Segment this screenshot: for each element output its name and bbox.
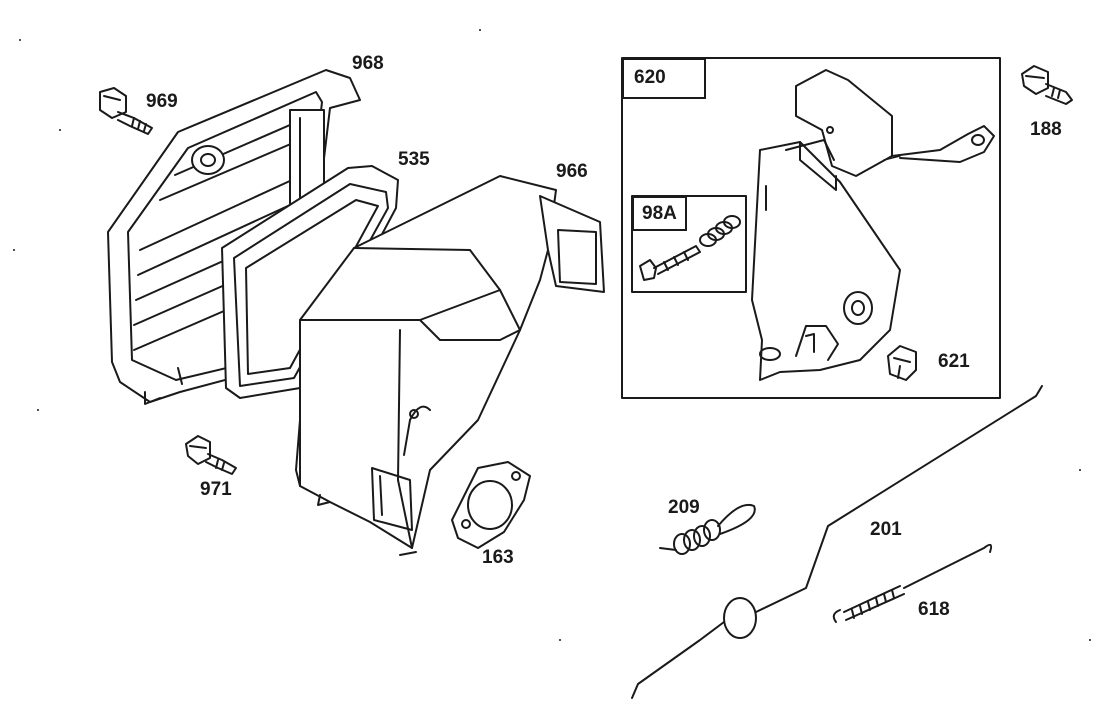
spring-618-part bbox=[832, 543, 993, 623]
spring-209-part bbox=[659, 504, 756, 555]
callout-98a: 98A bbox=[632, 196, 687, 231]
callout-620: 620 bbox=[622, 58, 706, 99]
callout-971: 971 bbox=[200, 479, 232, 500]
callout-188: 188 bbox=[1030, 119, 1062, 140]
gasket-163-part bbox=[451, 461, 531, 549]
screw-969-part bbox=[99, 87, 153, 135]
callout-535: 535 bbox=[398, 149, 430, 170]
kit-620-frame bbox=[621, 57, 1001, 399]
paper-specks bbox=[13, 29, 1091, 641]
callout-201: 201 bbox=[870, 519, 902, 540]
callout-209: 209 bbox=[668, 497, 700, 518]
control-bracket-part bbox=[751, 69, 995, 381]
air-filter-element-part bbox=[221, 165, 399, 399]
air-cleaner-cover-part bbox=[295, 175, 605, 556]
callout-966: 966 bbox=[556, 161, 588, 182]
screw-188-part bbox=[1021, 65, 1073, 105]
callout-969: 969 bbox=[146, 91, 178, 112]
callout-968: 968 bbox=[352, 53, 384, 74]
callout-163: 163 bbox=[482, 547, 514, 568]
screw-971-part bbox=[185, 435, 237, 475]
screw-and-spring-98a-part bbox=[639, 215, 741, 281]
callout-618: 618 bbox=[918, 599, 950, 620]
clip-621-part bbox=[887, 345, 917, 381]
kit-98a-frame bbox=[631, 195, 747, 293]
callout-621: 621 bbox=[938, 351, 970, 372]
link-rod-201-part bbox=[631, 385, 1043, 699]
